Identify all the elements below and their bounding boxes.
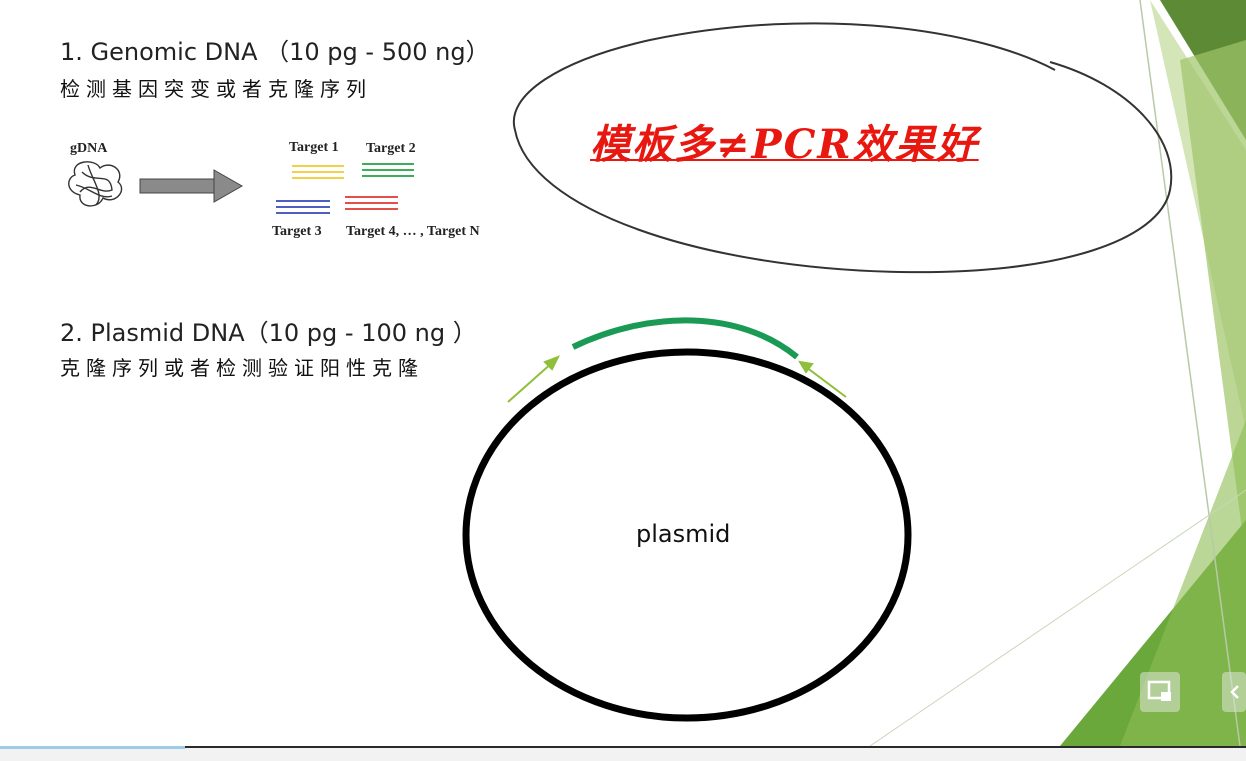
target3-label: Target 3 [272,224,322,239]
target3-band [276,200,330,214]
plasmid-circle [462,348,912,722]
slideshow-view-button[interactable] [1140,672,1180,712]
target4-band [345,196,398,210]
section1-heading: 1. Genomic DNA （10 pg - 500 ng） [60,38,490,66]
gdna-coil-icon [68,161,123,207]
callout-slogan: 模板多≠PCR效果好 [590,121,979,168]
chevron-left-icon [1230,685,1239,699]
theme-triangle-bottom-light [1120,420,1246,746]
slideshow-prev-button[interactable] [1222,672,1246,712]
bottom-bar [0,746,1246,761]
section1-subtitle: 检测基因突变或者克隆序列 [60,77,372,101]
callout-ellipse [512,22,1173,274]
plasmid-label: plasmid [636,520,731,548]
target2-band [362,163,414,177]
screen-icon [1147,680,1171,701]
target-n-label: Target 4, … , Target N [346,224,480,239]
theme-triangle-mid [1180,40,1246,560]
playback-progress[interactable] [0,746,185,749]
section2-subtitle: 克隆序列或者检测验证阳性克隆 [60,356,424,380]
theme-line [1139,0,1241,746]
target2-label: Target 2 [366,141,416,156]
gdna-label: gDNA [70,141,108,156]
arrow-icon [139,169,244,203]
forward-primer-arrow [507,355,561,403]
target1-band [292,165,344,179]
target1-label: Target 1 [289,140,339,155]
reverse-primer-arrow [798,360,847,398]
section2-heading: 2. Plasmid DNA（10 pg - 100 ng ） [60,319,477,347]
bottom-divider [0,746,1246,748]
amplicon-arc [571,317,799,360]
theme-line-2 [869,489,1246,746]
